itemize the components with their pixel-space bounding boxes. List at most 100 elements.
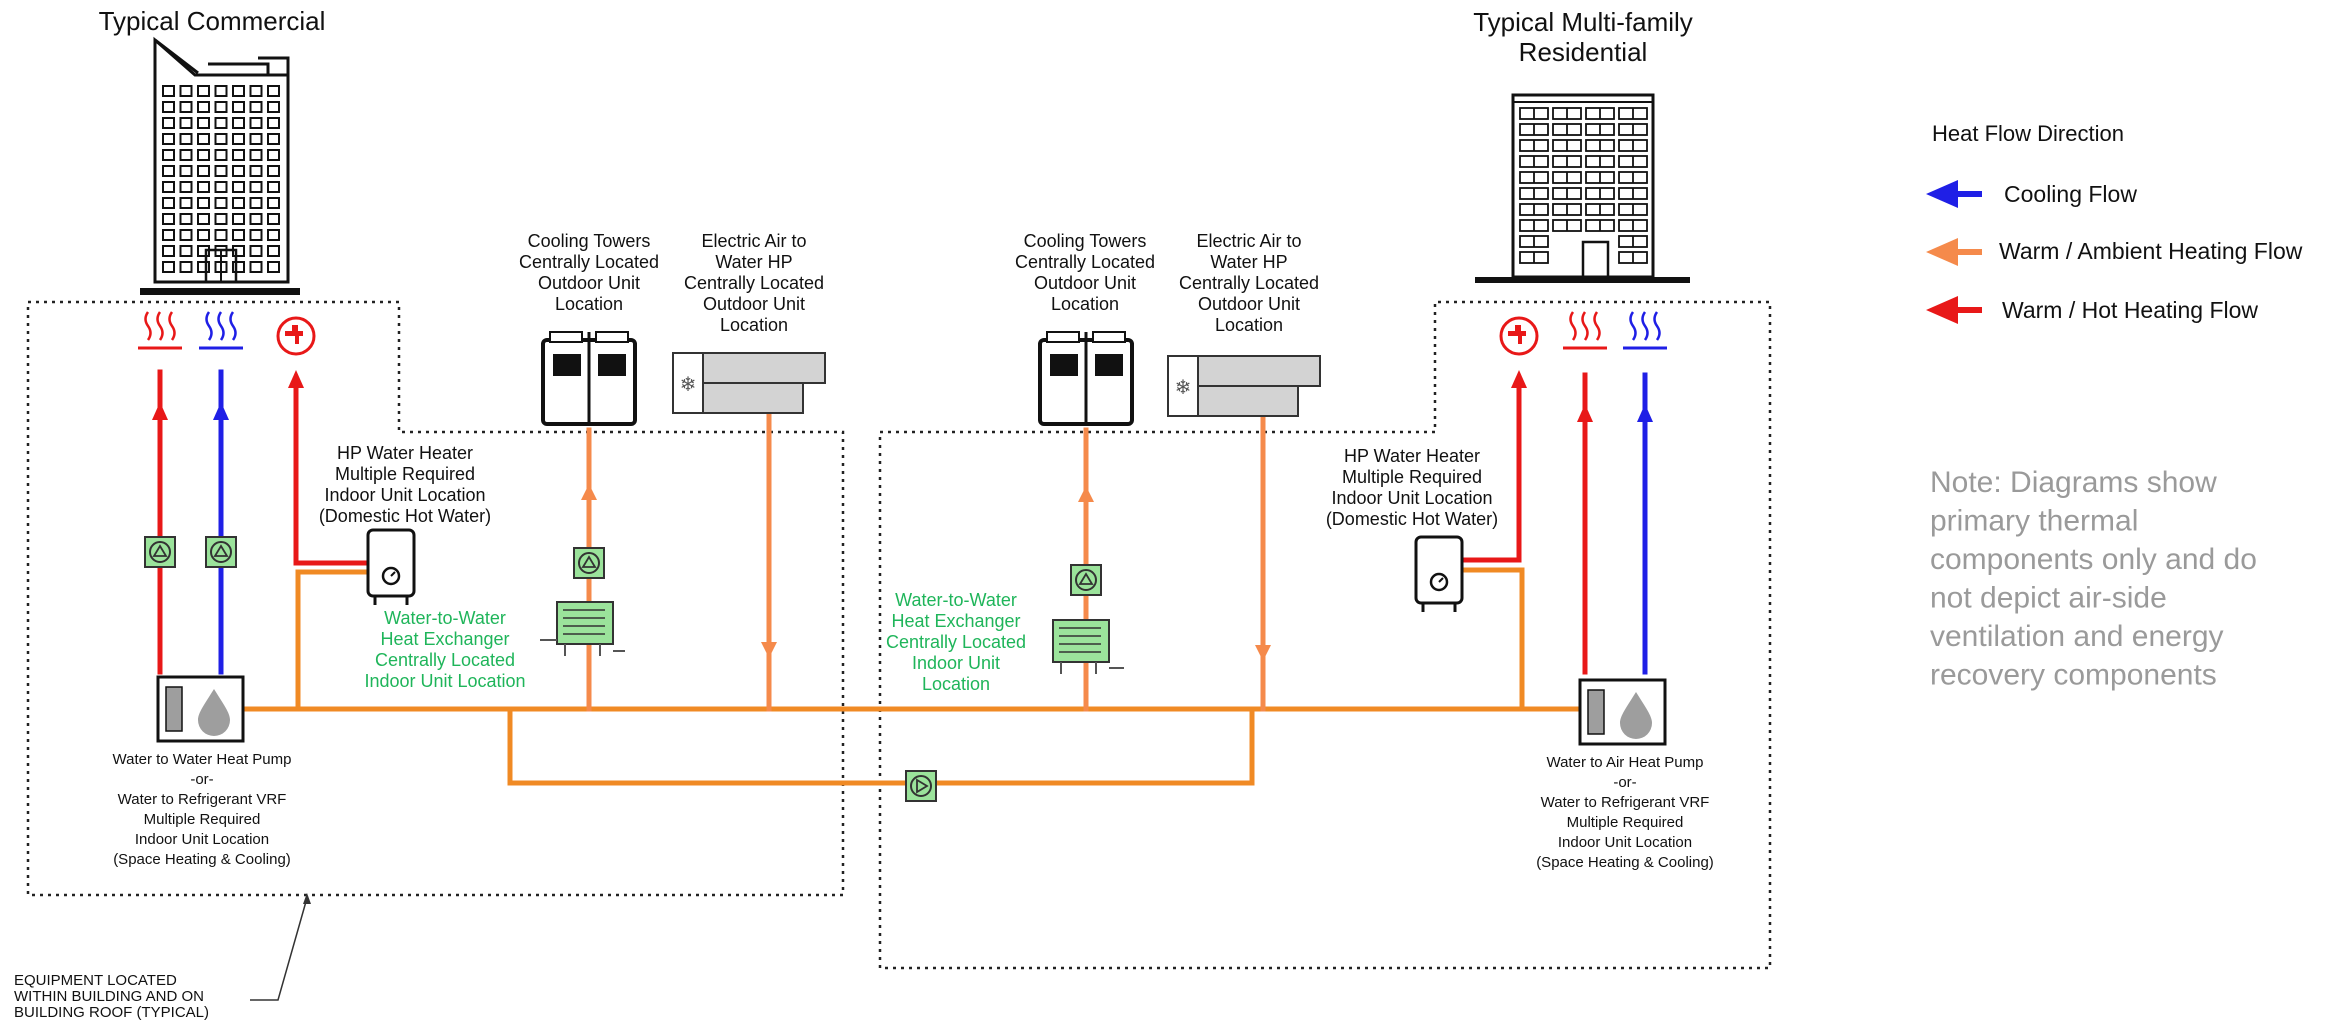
window-icon [249, 229, 263, 241]
window-icon [197, 181, 210, 193]
window-icon [267, 117, 280, 129]
window-icon [214, 181, 228, 193]
window-icon [197, 261, 210, 273]
window-icon [197, 85, 210, 97]
pump-icon [1070, 564, 1102, 596]
window-icon [232, 133, 245, 145]
heat-pump-label: Water to Air Heat Pump-or-Water to Refri… [1536, 754, 1714, 871]
window-icon [214, 197, 228, 209]
commercial-title: Typical Commercial [99, 6, 326, 36]
window-icon [232, 149, 245, 161]
window-icon [179, 149, 193, 161]
commercial-boundary [26, 300, 845, 897]
main-loop [242, 706, 1581, 786]
window-icon [232, 181, 245, 193]
cooling-tower-icon [541, 331, 637, 426]
window-icon [267, 261, 280, 273]
window-icon [179, 261, 193, 273]
window-icon [162, 181, 175, 193]
pump-icon [905, 770, 937, 802]
legend-cooling-arrow-icon [1926, 180, 1982, 208]
window-icon [179, 181, 193, 193]
cooling-terminal-icon [1623, 311, 1667, 350]
window-icon [214, 117, 228, 129]
residential-supply-pipes [1078, 370, 1653, 712]
window-icon [267, 165, 280, 177]
window-icon [267, 101, 280, 113]
heating-terminal-icon [138, 311, 182, 350]
cooling-terminal-icon [199, 311, 243, 350]
window-icon [162, 149, 175, 161]
legend-ambient-label: Warm / Ambient Heating Flow [1999, 238, 2303, 264]
window-icon [197, 197, 210, 209]
window-icon [179, 197, 193, 209]
water-heater-icon [366, 528, 416, 605]
faucet-icon [1499, 316, 1539, 356]
window-icon [162, 229, 175, 241]
faucet-icon [276, 316, 316, 356]
window-icon [249, 261, 263, 273]
window-icon [179, 101, 193, 113]
heat-pump-unit-icon [1578, 678, 1667, 746]
window-icon [249, 181, 263, 193]
window-icon [232, 85, 245, 97]
window-icon [179, 213, 193, 225]
window-icon [179, 229, 193, 241]
legend-hot-label: Warm / Hot Heating Flow [2002, 297, 2258, 323]
window-icon [267, 197, 280, 209]
window-icon [162, 85, 175, 97]
window-icon [249, 85, 263, 97]
window-icon [162, 117, 175, 129]
window-icon [249, 133, 263, 145]
equipment-note-leader [250, 897, 308, 1001]
window-icon [267, 133, 280, 145]
window-icon [197, 149, 210, 161]
window-icon [232, 213, 245, 225]
pump-icon [573, 547, 605, 579]
window-icon [162, 165, 175, 177]
legend-hot-arrow-icon [1926, 296, 1982, 324]
window-icon [162, 245, 175, 257]
window-icon [249, 101, 263, 113]
pump-icon [144, 536, 176, 568]
window-icon [214, 149, 228, 161]
window-icon [162, 261, 175, 273]
window-icon [267, 85, 280, 97]
window-icon [267, 149, 280, 161]
legend-cooling-label: Cooling Flow [2004, 181, 2137, 207]
heating-terminal-icon [1563, 311, 1607, 350]
legend: Heat Flow Direction Cooling Flow Warm / … [1926, 121, 2303, 324]
window-icon [197, 117, 210, 129]
window-icon [249, 197, 263, 209]
window-icon [214, 133, 228, 145]
legend-title: Heat Flow Direction [1932, 121, 2124, 146]
window-icon [179, 165, 193, 177]
window-icon [197, 101, 210, 113]
svg-text:❄: ❄ [1175, 375, 1192, 399]
window-icon [197, 213, 210, 225]
window-icon [267, 181, 280, 193]
pump-icon [205, 536, 237, 568]
window-icon [179, 245, 193, 257]
window-icon [267, 213, 280, 225]
window-icon [162, 101, 175, 113]
window-icon [267, 245, 280, 257]
window-icon [249, 149, 263, 161]
window-icon [197, 165, 210, 177]
residential-title-line1: Typical Multi-family [1473, 7, 1693, 37]
water-heater-icon [1414, 535, 1464, 612]
heat-pump-unit-icon [156, 675, 245, 743]
window-icon [197, 133, 210, 145]
commercial-building-icon [140, 36, 300, 295]
